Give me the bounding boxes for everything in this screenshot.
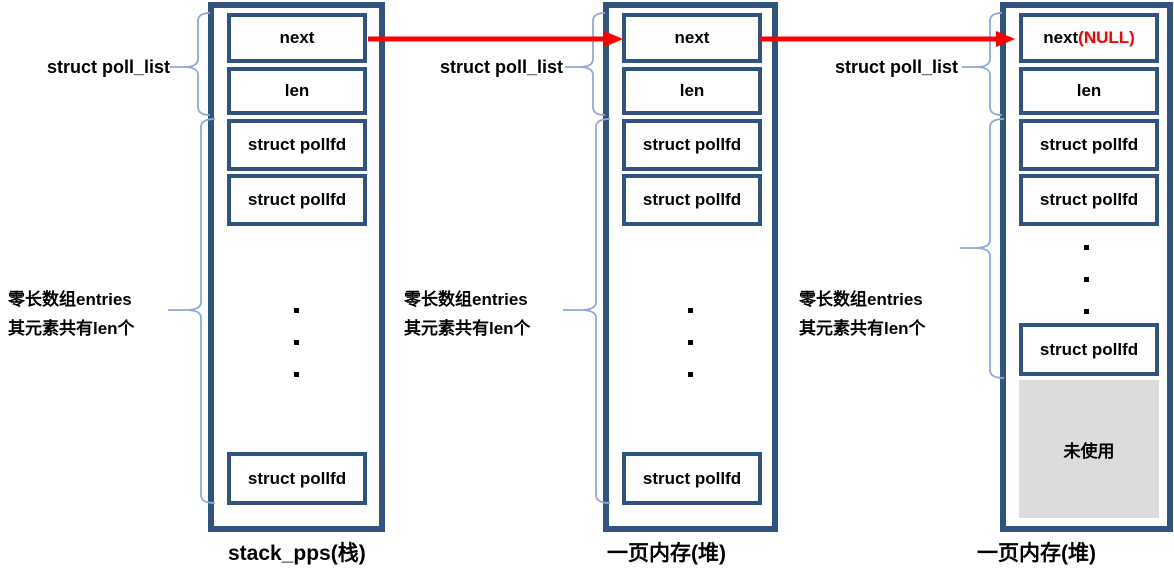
field-pollfd-last: struct pollfd	[622, 452, 762, 505]
ellipsis-dots	[214, 308, 379, 404]
ellipsis-dots	[1006, 245, 1167, 341]
entries-line1: 零长数组entries	[404, 290, 528, 309]
field-next: next	[227, 13, 367, 63]
field-pollfd-label: struct pollfd	[1039, 190, 1139, 209]
null-value: (NULL)	[1078, 28, 1135, 47]
entries-line2: 其元素共有len个	[404, 319, 531, 338]
label-entries-2: 零长数组entries 其元素共有len个	[404, 285, 531, 343]
left-brace-poll-list-2	[565, 12, 606, 116]
label-entries-1: 零长数组entries 其元素共有len个	[8, 285, 135, 343]
next-pointer-arrow-1	[368, 31, 623, 47]
entries-line2: 其元素共有len个	[799, 319, 926, 338]
field-pollfd-1: struct pollfd	[1019, 119, 1159, 171]
field-pollfd-label: struct pollfd	[1039, 135, 1139, 154]
field-next-label: next	[1043, 28, 1079, 47]
field-next-null: next(NULL)	[1019, 13, 1159, 63]
field-len-label: len	[679, 81, 705, 100]
next-pointer-arrow-2	[760, 31, 1015, 47]
field-pollfd-label: struct pollfd	[247, 135, 347, 154]
node-stack: next len struct pollfd struct pollfd str…	[208, 2, 385, 532]
left-brace-entries-3	[960, 118, 1005, 379]
field-pollfd-label: struct pollfd	[247, 190, 347, 209]
unused-label: 未使用	[1063, 441, 1115, 461]
field-pollfd-2: struct pollfd	[1019, 174, 1159, 226]
field-pollfd-1: struct pollfd	[227, 119, 367, 171]
field-next: next	[622, 13, 762, 63]
caption-stack: stack_pps(栈)	[228, 542, 366, 565]
entries-line2: 其元素共有len个	[8, 319, 135, 338]
label-entries-3: 零长数组entries 其元素共有len个	[799, 285, 926, 343]
caption-heap-2: 一页内存(堆)	[977, 542, 1096, 565]
left-brace-poll-list-1	[170, 12, 211, 116]
field-pollfd-last: struct pollfd	[1019, 323, 1159, 376]
field-pollfd-label: struct pollfd	[1039, 339, 1139, 359]
field-len: len	[227, 67, 367, 115]
field-len: len	[1019, 67, 1159, 115]
label-struct-poll-list-3: struct poll_list	[834, 57, 958, 77]
node-heap-1: next len struct pollfd struct pollfd str…	[603, 2, 778, 532]
field-pollfd-1: struct pollfd	[622, 119, 762, 171]
caption-heap-1: 一页内存(堆)	[607, 542, 726, 565]
field-pollfd-label: struct pollfd	[247, 468, 347, 488]
field-pollfd-label: struct pollfd	[642, 468, 742, 488]
field-len: len	[622, 67, 762, 115]
label-struct-poll-list-2: struct poll_list	[439, 57, 563, 77]
field-pollfd-2: struct pollfd	[227, 174, 367, 226]
field-next-label: next	[674, 28, 710, 47]
ellipsis-dots	[609, 308, 772, 404]
field-next-label: next	[279, 28, 315, 47]
field-pollfd-last: struct pollfd	[227, 452, 367, 505]
field-len-label: len	[284, 81, 310, 100]
entries-line1: 零长数组entries	[799, 290, 923, 309]
unused-memory-block: 未使用	[1019, 380, 1159, 518]
field-pollfd-2: struct pollfd	[622, 174, 762, 226]
field-pollfd-label: struct pollfd	[642, 190, 742, 209]
field-pollfd-label: struct pollfd	[642, 135, 742, 154]
entries-line1: 零长数组entries	[8, 290, 132, 309]
node-heap-2: next(NULL) len struct pollfd struct poll…	[1000, 2, 1173, 532]
left-brace-poll-list-3	[962, 12, 1003, 116]
field-len-label: len	[1076, 81, 1102, 100]
label-struct-poll-list-1: struct poll_list	[46, 57, 170, 77]
